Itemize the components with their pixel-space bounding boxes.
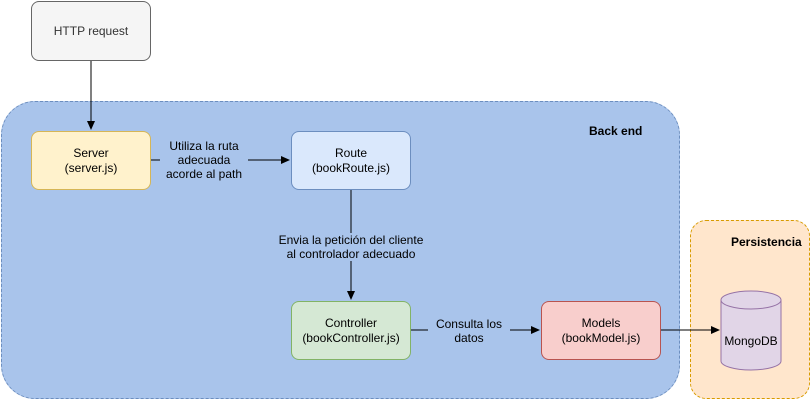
route-file: (bookRoute.js) [311,160,391,175]
controller-title: Controller [324,315,378,330]
edge-label-line: datos [454,331,484,345]
server-file: (server.js) [64,160,118,175]
edge-label-line: Consulta los [435,317,503,331]
persistence-region-label: Persistencia [731,235,802,249]
edge-label-route-controller: Envia la petición del cliente al control… [265,233,437,261]
edge-label-line: acorde al path [165,167,243,181]
route-node: Route (bookRoute.js) [291,131,411,190]
models-node: Models (bookModel.js) [541,301,661,360]
controller-file: (bookController.js) [302,330,400,345]
edge-label-server-route: Utiliza la ruta adecuada acorde al path [160,139,248,181]
models-title: Models [581,315,621,330]
server-node: Server (server.js) [31,131,151,190]
edge-label-line: adecuada [177,153,231,167]
controller-node: Controller (bookController.js) [291,301,411,360]
edge-label-line: Envia la petición del cliente [278,233,424,247]
http-request-node: HTTP request [31,1,151,61]
edge-label-line: al controlador adecuado [286,247,416,261]
http-request-label: HTTP request [53,23,129,38]
edge-label-controller-models: Consulta los datos [428,317,510,345]
route-title: Route [334,145,368,160]
server-title: Server [73,145,109,160]
models-file: (bookModel.js) [561,330,641,345]
backend-region-label: Back end [589,124,643,138]
mongodb-label: MongoDB [724,334,778,348]
mongodb-cylinder [720,290,782,371]
edge-label-line: Utiliza la ruta [169,139,239,153]
